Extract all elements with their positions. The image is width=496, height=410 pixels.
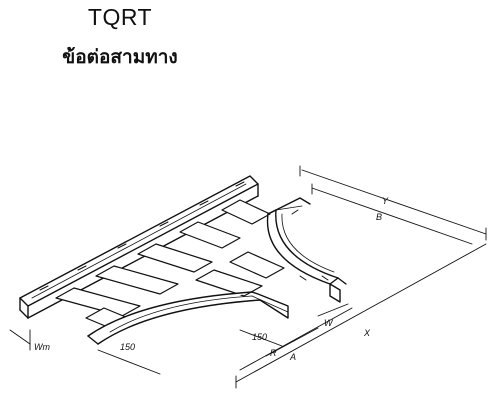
- dimension-label-a: A: [289, 352, 296, 362]
- product-name-thai: ข้อต่อสามทาง: [62, 47, 178, 68]
- product-code: TQRT: [87, 4, 153, 30]
- dimension-label-x: X: [363, 328, 371, 338]
- front-curved-rail: [87, 291, 289, 345]
- dimension-label-wm: Wm: [34, 342, 50, 352]
- dimension-label-150-front: 150: [120, 342, 135, 352]
- rungs: [55, 199, 285, 329]
- dimension-label-b: B: [376, 212, 382, 222]
- dimension-label-r: R: [270, 348, 277, 358]
- dimension-label-w: W: [324, 318, 334, 328]
- dimension-label-y: Y: [382, 196, 389, 206]
- dimension-lines: [9, 165, 487, 389]
- branch-curved-rail: [266, 197, 347, 303]
- rail-slots: [39, 181, 329, 291]
- dimension-label-150-branch: 150: [252, 332, 267, 342]
